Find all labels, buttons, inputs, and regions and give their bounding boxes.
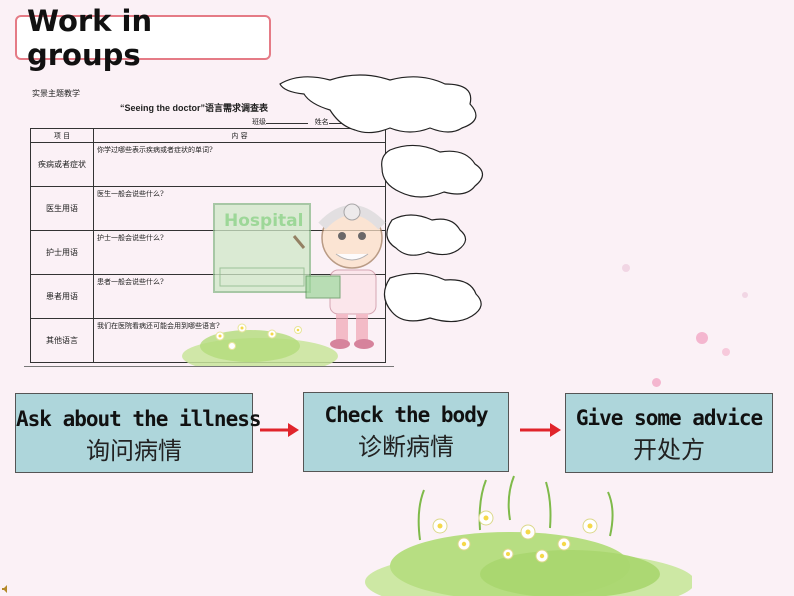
petal-decoration	[742, 292, 748, 298]
sheet-label: 实景主题教学	[32, 89, 80, 98]
petal-decoration	[722, 348, 730, 356]
petal-decoration	[622, 264, 630, 272]
step-box-ask: Ask about the illness 询问病情	[15, 393, 262, 473]
row-category: 其他语言	[30, 318, 94, 363]
row-category: 护士用语	[30, 230, 94, 275]
sheet-title: “Seeing the doctor”语言需求调查表	[120, 103, 269, 113]
name-label: 姓名	[314, 118, 329, 126]
grass-illustration	[365, 475, 692, 596]
step-en-label: Ask about the illness	[16, 407, 262, 431]
petal-decoration	[696, 332, 708, 344]
petal-decoration	[652, 378, 661, 387]
hospital-board-text: Hospital	[224, 211, 303, 231]
thought-clouds	[279, 74, 484, 323]
speaker-icon[interactable]	[1, 584, 11, 594]
row-category: 医生用语	[30, 186, 94, 231]
arrow-right-icon	[520, 423, 561, 437]
sheet-bottom-rule	[24, 366, 394, 367]
step-box-give: Give some advice 开处方	[565, 393, 773, 473]
header-item: 项 目	[30, 128, 94, 143]
step-en-label: Check the body	[324, 403, 488, 427]
doctor-teacher-illustration: Hospital	[213, 203, 386, 349]
row-category: 患者用语	[30, 274, 94, 319]
slide-title: Work in groups	[15, 4, 271, 72]
arrow-right-icon	[260, 423, 299, 437]
step-cn-label: 开处方	[633, 436, 705, 464]
step-cn-label: 诊断病情	[358, 433, 454, 461]
class-label: 班级	[252, 118, 266, 126]
step-box-check: Check the body 诊断病情	[303, 392, 509, 472]
step-en-label: Give some advice	[575, 406, 763, 430]
step-cn-label: 询问病情	[86, 437, 182, 465]
grass-illustration-small	[182, 323, 338, 366]
table-row: 疾病或者症状 你学过哪些表示疾病或者症状的单词?	[30, 142, 386, 187]
row-category: 疾病或者症状	[30, 142, 94, 187]
